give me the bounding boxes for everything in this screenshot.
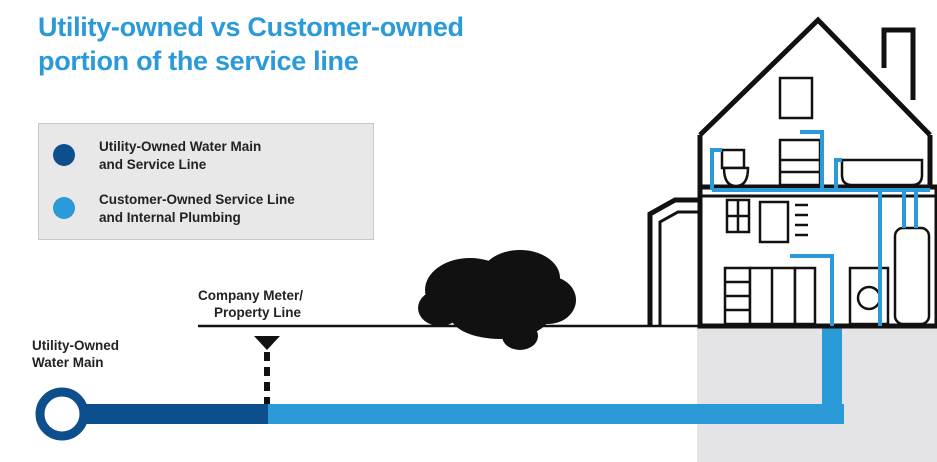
utility-pipe bbox=[35, 387, 268, 441]
customer-color-swatch bbox=[53, 197, 75, 219]
water-main-label: Utility-Owned Water Main bbox=[32, 337, 119, 371]
legend-customer-line-1: Customer-Owned Service Line bbox=[99, 192, 295, 207]
bathtub-icon bbox=[840, 158, 924, 187]
customer-pipe bbox=[268, 326, 844, 424]
bush-icon bbox=[418, 250, 576, 350]
internal-plumbing bbox=[710, 130, 930, 326]
legend-utility-line-1: Utility-Owned Water Main bbox=[99, 139, 262, 154]
page-title: Utility-owned vs Customer-owned portion … bbox=[38, 10, 464, 78]
water-main-label-line-1: Utility-Owned bbox=[32, 338, 119, 353]
underground-area bbox=[697, 326, 937, 462]
mirror-icon bbox=[778, 76, 814, 120]
house-icon bbox=[647, 16, 937, 329]
legend-customer-line-2: and Internal Plumbing bbox=[99, 210, 241, 225]
legend: Utility-Owned Water Main and Service Lin… bbox=[38, 123, 374, 240]
utility-color-swatch bbox=[53, 144, 75, 166]
vanity-icon bbox=[778, 138, 822, 187]
toilet-icon bbox=[720, 148, 746, 170]
title-line-1: Utility-owned vs Customer-owned bbox=[38, 12, 464, 42]
meter-label-line-2: Property Line bbox=[214, 305, 302, 320]
meter-label: Company Meter/ Property Line bbox=[198, 287, 303, 321]
legend-item-customer: Customer-Owned Service Line and Internal… bbox=[53, 191, 295, 227]
water-heater-icon bbox=[893, 226, 931, 326]
house-fixtures bbox=[720, 76, 931, 326]
water-main-label-line-2: Water Main bbox=[32, 355, 104, 370]
title-line-2: portion of the service line bbox=[38, 46, 359, 76]
legend-utility-line-2: and Service Line bbox=[99, 157, 207, 172]
door-icon bbox=[758, 200, 790, 244]
legend-item-utility: Utility-Owned Water Main and Service Lin… bbox=[53, 138, 261, 174]
water-main-icon bbox=[35, 387, 89, 441]
meter-label-line-1: Company Meter/ bbox=[198, 288, 304, 303]
